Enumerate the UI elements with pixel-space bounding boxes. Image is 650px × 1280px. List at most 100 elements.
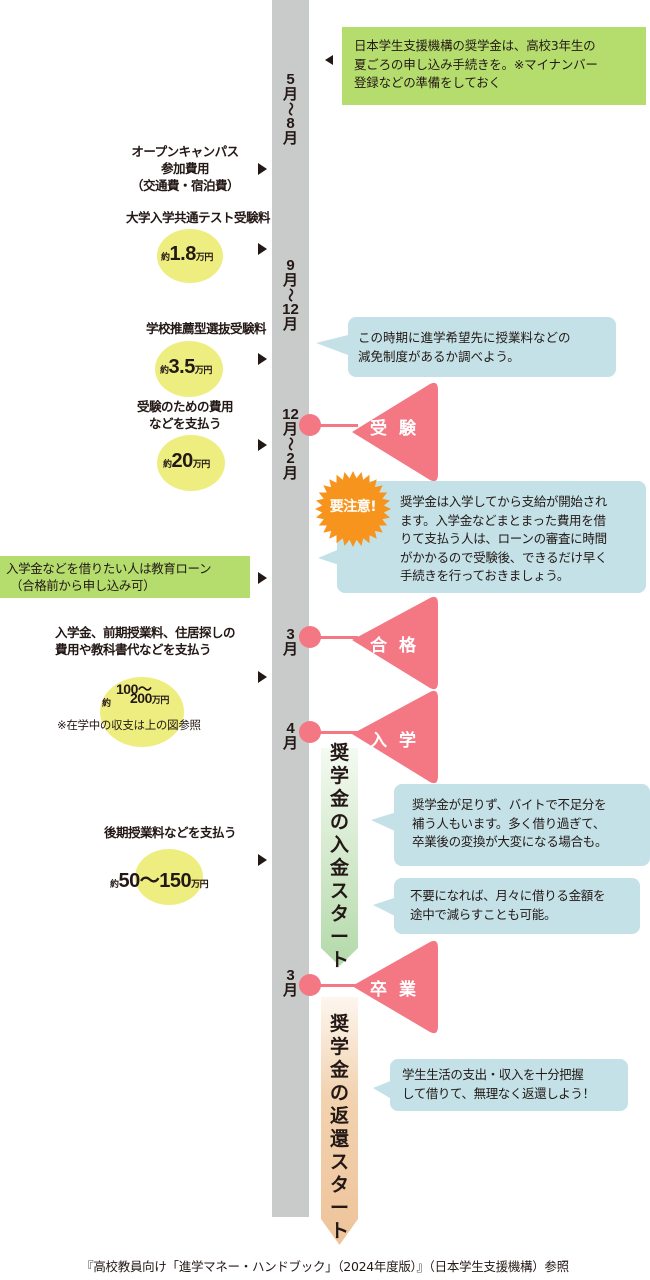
milestone-dot <box>299 626 321 648</box>
amount-prefix: 約 <box>160 365 169 375</box>
callout-line: 奨学金が足りず、バイトで不足分を <box>412 797 607 812</box>
parttime-callout: 奨学金が足りず、バイトで不足分を 補う人もいます。多く借り過ぎて、 卒業後の変換… <box>394 784 650 866</box>
vchar: 学 <box>329 765 349 787</box>
month-char: 月 <box>282 130 298 147</box>
callout-line: 手続きを行っておきましょう。 <box>400 568 570 583</box>
callout-line: 途中で減らすことも可能。 <box>410 906 557 922</box>
label-line: 受験のための費用 <box>136 399 234 414</box>
callout-tail <box>373 897 397 917</box>
vchar: 金 <box>329 1059 349 1081</box>
month-char: 月 <box>282 316 298 333</box>
callout-line: して借りて、無理なく返還しよう！ <box>402 1085 595 1101</box>
milestone-dot <box>299 414 321 436</box>
arrow-right-icon <box>258 353 267 365</box>
callout-tail <box>318 548 342 566</box>
milestone-label-pass: 合格 <box>370 636 428 656</box>
month-char: 月 <box>282 641 298 658</box>
note-line: 登録などの準備をしておく <box>354 75 501 90</box>
month-label-mar: 3 月 <box>272 627 309 657</box>
milestone-connector <box>318 424 358 427</box>
vchar: 入 <box>329 834 349 856</box>
month-char: 月 <box>282 86 298 103</box>
vchar: 奨 <box>329 1013 349 1035</box>
month-num: 4 <box>286 720 295 737</box>
amount-prefix: 約 <box>102 698 111 708</box>
callout-tail <box>316 335 348 355</box>
amount-value: 50〜150 <box>118 870 192 892</box>
late-tuition-label: 後期授業料などを支払う <box>103 825 237 840</box>
late-tuition-amount: 約50〜150万円 <box>110 864 209 893</box>
month-num: 12 <box>282 406 299 423</box>
enrollment-costs-label: 入学金、前期授業料、住居探しの 費用や教科書代などを支払う <box>55 624 265 658</box>
callout-line: りて支払う人は、ローンの審査に時間 <box>400 531 607 546</box>
note-line: 夏ごろの申し込み手続きを。※マイナンバー <box>354 56 598 72</box>
amount-prefix: 約 <box>110 879 119 889</box>
arrow-left-icon <box>325 55 333 65</box>
common-test-fee-amount: 約1.8万円 <box>161 243 213 266</box>
milestone-dot <box>299 721 321 743</box>
amount-value-line2: 200 <box>130 690 152 706</box>
vchar: ト <box>329 949 349 971</box>
amount-prefix: 約 <box>161 252 170 262</box>
amount-circle <box>100 677 184 747</box>
milestone-label-enrollment: 入学 <box>370 731 428 751</box>
callout-line: 不要になれば、月々に借りる金額を <box>410 888 606 903</box>
common-test-fee-label: 大学入学共通テスト受験料 <box>125 210 271 225</box>
month-num: 8 <box>286 115 295 132</box>
label-line: オープンキャンパス <box>131 144 239 159</box>
milestone-enrollment-pennant <box>352 690 438 784</box>
month-num: 3 <box>286 626 295 643</box>
label-line: などを支払う <box>148 416 222 431</box>
amount-unit: 万円 <box>195 252 214 262</box>
amount-circle <box>155 341 223 397</box>
amount-unit: 万円 <box>194 365 213 375</box>
source-citation: 『高校教員向け「進学マネー・ハンドブック」（2024年度版）』（日本学生支援機構… <box>81 1259 569 1274</box>
label-line: 費用や教科書代などを支払う <box>55 642 212 657</box>
vchar: 金 <box>329 788 349 810</box>
vchar: タ <box>329 1174 349 1196</box>
exam-costs-amount: 約20万円 <box>163 450 210 473</box>
amount-circle <box>157 435 225 491</box>
vchar: の <box>329 811 349 833</box>
vchar: 還 <box>329 1128 349 1150</box>
amount-value: 1.8 <box>169 243 197 265</box>
amount-value: 20 <box>171 450 194 472</box>
milestone-pass-pennant <box>352 596 438 690</box>
month-char: 月 <box>282 982 298 999</box>
label-line: （交通費・宿泊費） <box>130 178 240 193</box>
exam-costs-label: 受験のための費用 などを支払う <box>110 398 260 432</box>
callout-line: 学生生活の支出・収入を十分把握 <box>402 1067 584 1082</box>
month-tilde: 〜 <box>282 437 299 451</box>
scholarship-payment-start-label: 奨 学 金 の 入 金 ス タ ー ト <box>321 742 358 972</box>
school-recommendation-fee-amount: 約3.5万円 <box>160 356 212 379</box>
month-num: 3 <box>286 967 295 984</box>
milestone-exam-pennant <box>352 382 438 482</box>
amount-unit: 万円 <box>192 459 211 469</box>
vchar: 学 <box>329 1036 349 1058</box>
callout-line: 補う人もいます。多く借り過ぎて、 <box>412 815 606 831</box>
vchar: ト <box>329 1220 349 1242</box>
arrow-right-icon <box>258 671 267 683</box>
month-num: 12 <box>282 301 299 318</box>
open-campus-cost-label: オープンキャンパス 参加費用 （交通費・宿泊費） <box>110 143 260 194</box>
amount-unit: 万円 <box>151 695 170 705</box>
jasso-application-note: 日本学生支援機構の奨学金は、高校3年生の 夏ごろの申し込み手続きを。※マイナンバ… <box>342 27 646 105</box>
arrow-right-icon <box>258 572 267 584</box>
vchar: タ <box>329 903 349 925</box>
month-label-apr: 4 月 <box>272 721 309 751</box>
month-char: 月 <box>282 465 298 482</box>
enrollment-note: ※在学中の収支は上の図参照 <box>57 718 201 732</box>
repayment-callout: 学生生活の支出・収入を十分把握 して借りて、無理なく返還しよう！ <box>390 1059 628 1111</box>
amount-unit: 万円 <box>191 879 209 889</box>
scholarship-payment-band <box>321 748 358 966</box>
amount-circle <box>135 849 203 905</box>
milestone-dot <box>299 974 321 996</box>
month-label-sep-dec: 9 月 〜 12 月 <box>272 258 309 332</box>
school-recommendation-fee-label: 学校推薦型選抜受験料 <box>145 321 267 336</box>
month-label-dec-feb: 12 月 〜 2 月 <box>272 407 309 481</box>
amount-value: 3.5 <box>168 356 196 378</box>
callout-tail <box>371 812 397 832</box>
note-line: 入学金などを借りたい人は教育ローン <box>6 561 212 576</box>
vchar: ス <box>329 880 349 902</box>
month-num: 5 <box>286 71 295 88</box>
